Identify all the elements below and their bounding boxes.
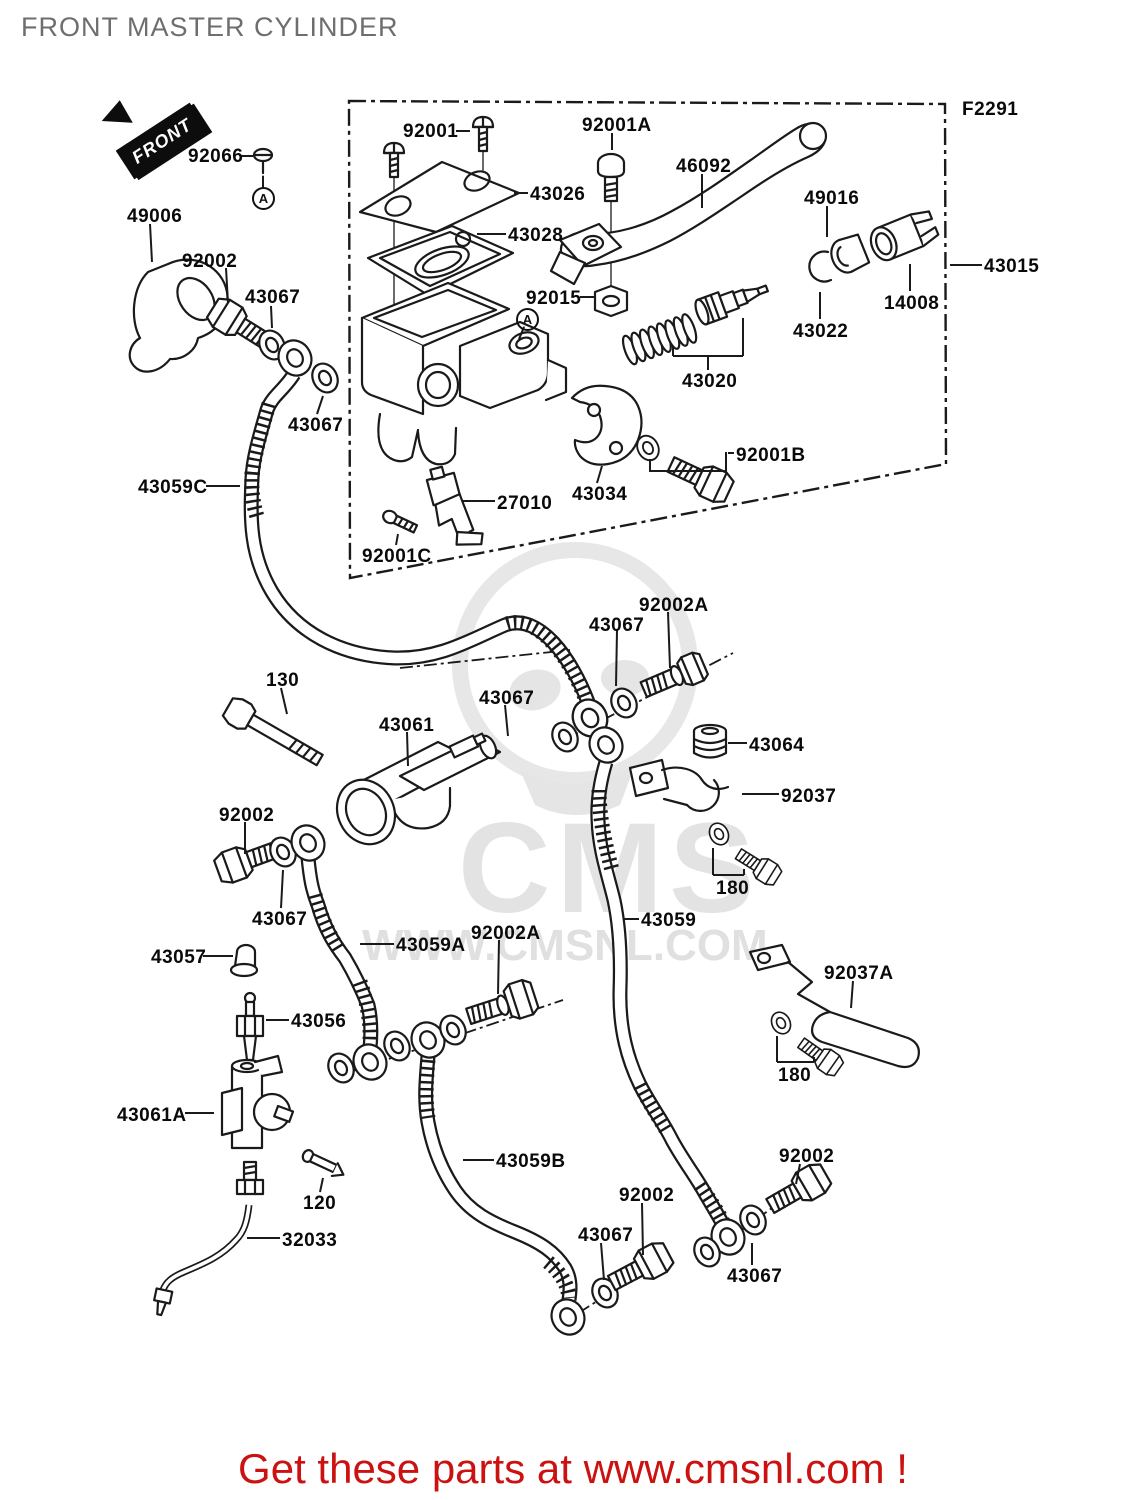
- clip-43022: [808, 250, 833, 283]
- washer-43067: [306, 358, 344, 398]
- bleeder-valve-43056: [235, 991, 265, 1072]
- part-label-43067[interactable]: 43067: [589, 615, 645, 636]
- part-label-43067[interactable]: 43067: [479, 688, 535, 709]
- cotter-pin-120: [301, 1149, 345, 1178]
- brake-hose-43059B: [418, 1055, 578, 1301]
- spring-and-piston-43020: [619, 284, 769, 367]
- part-label-92037[interactable]: 92037: [781, 786, 837, 807]
- part-label-43028[interactable]: 43028: [508, 225, 564, 246]
- part-label-43067[interactable]: 43067: [288, 415, 344, 436]
- part-label-43020[interactable]: 43020: [682, 371, 738, 392]
- part-label-43061[interactable]: 43061: [379, 715, 435, 736]
- pivot-nut-92015: [593, 284, 629, 318]
- part-label-43059A[interactable]: 43059A: [396, 935, 466, 956]
- part-label-92002[interactable]: 92002: [219, 805, 275, 826]
- part-label-92015[interactable]: 92015: [526, 288, 582, 309]
- master-cylinder-body: [360, 281, 568, 466]
- part-label-43056[interactable]: 43056: [291, 1011, 347, 1032]
- part-label-49006[interactable]: 49006: [127, 206, 183, 227]
- assembly-frame-box: [347, 99, 948, 580]
- holder-14008: [869, 210, 940, 262]
- part-label-46092[interactable]: 46092: [676, 156, 732, 177]
- part-label-43064[interactable]: 43064: [749, 735, 805, 756]
- part-label-92001A[interactable]: 92001A: [582, 115, 652, 136]
- leader-lines: [149, 130, 982, 1281]
- promo-banner[interactable]: Get these parts at www.cmsnl.com !: [238, 1445, 908, 1492]
- hose-eyelet: [544, 1292, 592, 1342]
- part-label-92002[interactable]: 92002: [619, 1185, 675, 1206]
- screw-92066: [252, 147, 274, 188]
- part-label-43057[interactable]: 43057: [151, 947, 207, 968]
- detail-marker-a: A: [516, 308, 539, 331]
- grommet-43064: [692, 723, 728, 759]
- part-label-130[interactable]: 130: [266, 670, 300, 691]
- part-label-43067[interactable]: 43067: [245, 287, 301, 308]
- part-label-92001B[interactable]: 92001B: [736, 445, 806, 466]
- brake-hose-43059A: [300, 857, 379, 1049]
- pivot-bolt-92001A: [596, 152, 626, 203]
- guide-92037A: [748, 943, 920, 1069]
- part-label-43022[interactable]: 43022: [793, 321, 849, 342]
- part-label-92002A[interactable]: 92002A: [471, 923, 541, 944]
- screw-92001: [471, 115, 495, 153]
- part-label-43067[interactable]: 43067: [727, 1266, 783, 1287]
- banjo-bolt-92002: [603, 1237, 677, 1299]
- diaphragm-43028: [366, 224, 515, 297]
- hose-clamp-92037: [628, 758, 730, 812]
- part-label-92066[interactable]: 92066: [188, 146, 244, 167]
- part-label-14008[interactable]: 14008: [884, 293, 940, 314]
- screw-92001C: [382, 509, 419, 534]
- watermark-url-text: WWW.CMSNL.COM: [362, 921, 768, 970]
- part-label-F2291[interactable]: F2291: [962, 99, 1019, 120]
- page-title: FRONT MASTER CYLINDER: [21, 12, 399, 42]
- pipe-nipple: [235, 1160, 265, 1196]
- part-label-92001C[interactable]: 92001C: [362, 546, 432, 567]
- part-label-43059B[interactable]: 43059B: [496, 1151, 566, 1172]
- part-label-43067[interactable]: 43067: [252, 909, 308, 930]
- bolt-130: [221, 697, 324, 767]
- reservoir-cap-43026: [358, 160, 521, 234]
- screw-92001: [382, 141, 406, 179]
- junction-body-43061: [335, 732, 502, 846]
- part-label-92037A[interactable]: 92037A: [824, 963, 894, 984]
- brake-pipe-32033: [153, 1204, 253, 1317]
- part-label-43034[interactable]: 43034: [572, 484, 628, 505]
- part-label-43059[interactable]: 43059: [641, 910, 697, 931]
- banjo-bolt-92002A: [639, 651, 709, 699]
- brake-hose-43059C: [243, 369, 596, 705]
- part-label-180[interactable]: 180: [778, 1065, 812, 1086]
- part-label-92002[interactable]: 92002: [182, 251, 238, 272]
- part-label-43059C[interactable]: 43059C: [138, 477, 208, 498]
- part-label-92002[interactable]: 92002: [779, 1146, 835, 1167]
- cup-49016: [830, 233, 871, 274]
- detail-marker-a: A: [252, 187, 275, 210]
- part-label-180[interactable]: 180: [716, 878, 750, 899]
- part-label-43061A[interactable]: 43061A: [117, 1105, 187, 1126]
- washer: [766, 1008, 796, 1038]
- part-label-92001[interactable]: 92001: [403, 121, 459, 142]
- part-label-32033[interactable]: 32033: [282, 1230, 338, 1251]
- part-label-27010[interactable]: 27010: [497, 493, 553, 514]
- part-label-92002A[interactable]: 92002A: [639, 595, 709, 616]
- bleeder-cap-43057: [229, 943, 259, 978]
- valve-body-43061A: [220, 1054, 295, 1150]
- part-label-43015[interactable]: 43015: [984, 256, 1040, 277]
- part-label-43026[interactable]: 43026: [530, 184, 586, 205]
- brake-switch-27010: [425, 465, 484, 546]
- part-label-120[interactable]: 120: [303, 1193, 337, 1214]
- part-label-49016[interactable]: 49016: [804, 188, 860, 209]
- part-label-43067[interactable]: 43067: [578, 1225, 634, 1246]
- clamp-43034: [570, 384, 643, 466]
- brake-lever-46092: [549, 121, 828, 286]
- banjo-bolt-92002A: [465, 978, 540, 1026]
